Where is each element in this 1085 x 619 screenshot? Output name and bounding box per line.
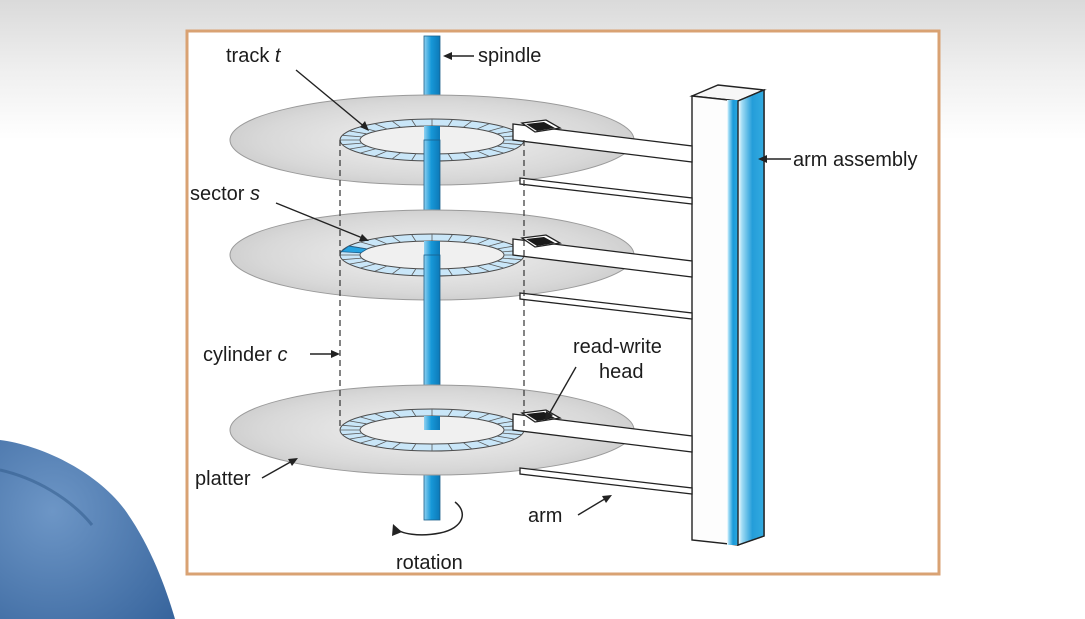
- read-write-head: [526, 122, 555, 131]
- sector-divider: [374, 150, 388, 157]
- sector-divider: [391, 267, 401, 275]
- sector-divider: [349, 420, 368, 425]
- sector-divider: [349, 145, 368, 150]
- sector-divider: [374, 265, 388, 272]
- sector-divider: [476, 123, 490, 130]
- sector-divider: [496, 260, 515, 265]
- sector-divider: [476, 440, 490, 447]
- sector-divider: [476, 150, 490, 157]
- sector-divider: [476, 238, 490, 245]
- arm-top: [512, 413, 693, 453]
- sector-divider: [502, 257, 522, 261]
- arm-bottom: [519, 292, 693, 320]
- sector-divider: [496, 245, 515, 250]
- track-label: track t: [226, 45, 282, 67]
- sector-divider: [359, 416, 376, 422]
- cylinder-label: cylinder c: [203, 344, 287, 366]
- presenter-collar-shadow: [0, 468, 94, 526]
- arm-label: arm: [528, 505, 562, 527]
- sector-divider: [496, 130, 515, 135]
- sector-divider: [476, 265, 490, 272]
- sector-divider: [496, 145, 515, 150]
- arm-assembly-label: arm assembly: [793, 149, 917, 171]
- sector-divider: [342, 257, 362, 261]
- platter-1: [229, 35, 693, 205]
- sector-divider: [476, 413, 490, 420]
- sector-divider: [447, 119, 453, 127]
- sector-divider: [359, 148, 376, 154]
- disk-diagram: track t spindle sector s cylinder c read…: [190, 35, 917, 574]
- sector-divider: [391, 120, 401, 128]
- sector-divider: [391, 152, 401, 160]
- presenter-shoulder: [0, 440, 175, 619]
- sector-divider: [411, 268, 417, 276]
- sector-divider: [463, 120, 473, 128]
- sector-divider: [447, 153, 453, 161]
- sector-divider: [359, 263, 376, 269]
- sector-divider: [447, 234, 453, 242]
- arm-bottom: [519, 177, 693, 205]
- platter-3: [229, 254, 693, 495]
- sector-divider: [411, 443, 417, 451]
- sector-divider: [374, 440, 388, 447]
- sector-divider: [488, 241, 505, 247]
- arm-top: [512, 238, 693, 278]
- sector-divider: [349, 435, 368, 440]
- read-write-head: [526, 237, 555, 246]
- leader-arrowheads: [288, 52, 767, 503]
- sector-divider: [411, 234, 417, 242]
- sector-divider: [342, 142, 362, 146]
- spindle-hub: [424, 126, 440, 140]
- sector-divider: [349, 130, 368, 135]
- sector-highlight: [340, 245, 368, 254]
- platter-label: platter: [195, 468, 251, 490]
- sector-divider: [502, 432, 522, 436]
- sector-divider: [374, 123, 388, 130]
- sector-divider: [496, 435, 515, 440]
- sector-divider: [463, 442, 473, 450]
- sector-divider: [342, 424, 362, 428]
- sector-divider: [411, 153, 417, 161]
- sector-divider: [488, 126, 505, 132]
- spindle-hub: [424, 416, 440, 430]
- rotation-arrow: [395, 501, 464, 536]
- sector-divider: [496, 420, 515, 425]
- rotation-arrowhead: [392, 524, 402, 536]
- spindle-hub: [424, 241, 440, 255]
- sector-divider: [463, 235, 473, 243]
- sector-divider: [359, 438, 376, 444]
- rotation-label: rotation: [396, 552, 463, 574]
- sector-divider: [488, 263, 505, 269]
- sector-divider: [359, 241, 376, 247]
- sector-divider: [447, 443, 453, 451]
- sector-divider: [342, 134, 362, 138]
- sector-divider: [391, 410, 401, 418]
- arm-bottom: [519, 467, 693, 495]
- sector-divider: [349, 260, 368, 265]
- sector-divider: [374, 413, 388, 420]
- spindle-label: spindle: [478, 45, 541, 67]
- sector-divider: [463, 410, 473, 418]
- sector-divider: [391, 235, 401, 243]
- sector-divider: [488, 438, 505, 444]
- sector-divider: [447, 268, 453, 276]
- sector-label: sector s: [190, 183, 260, 205]
- sector-divider: [342, 432, 362, 436]
- cylinder-dashes: [339, 140, 525, 430]
- sector-divider: [488, 416, 505, 422]
- sector-divider: [411, 119, 417, 127]
- sector-divider: [463, 152, 473, 160]
- sector-divider: [391, 442, 401, 450]
- arm-top: [512, 123, 693, 163]
- sector-divider: [488, 148, 505, 154]
- sector-divider: [463, 267, 473, 275]
- sector-divider: [411, 409, 417, 417]
- read-write-label-line1: read-write: [573, 336, 662, 358]
- sector-divider: [447, 409, 453, 417]
- sector-divider: [502, 142, 522, 146]
- arm-assembly-pillar: [689, 84, 767, 546]
- read-write-label-line2: head: [599, 361, 644, 383]
- sector-divider: [374, 238, 388, 245]
